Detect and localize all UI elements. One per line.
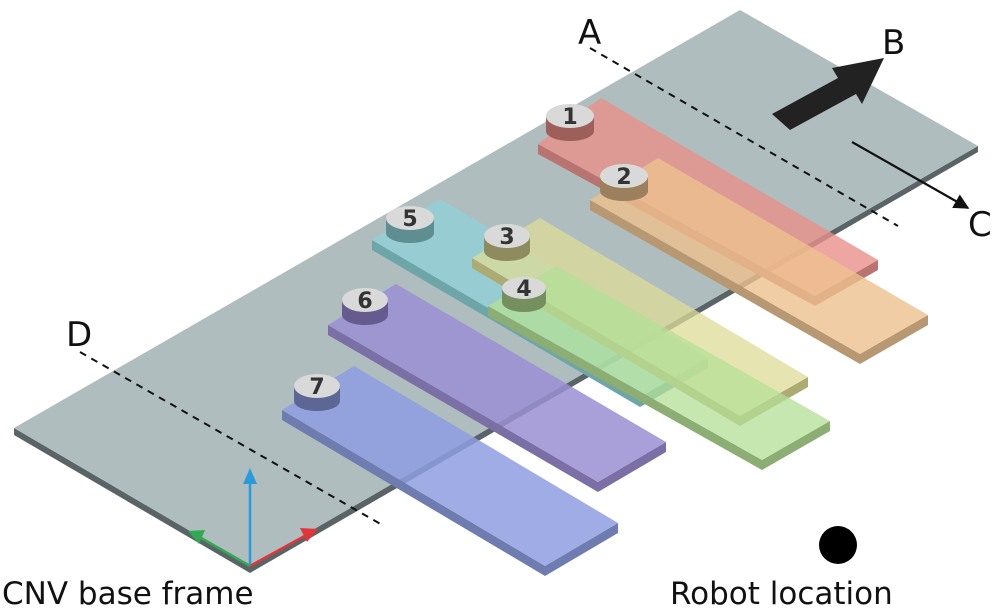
axis-z-arrowhead [243, 468, 257, 484]
robot-location-caption: Robot location [670, 576, 893, 612]
plate-1-number: 1 [562, 105, 577, 130]
base-frame-caption: CNV base frame [2, 576, 254, 612]
plate-3-knob-top [484, 224, 530, 248]
robot-location-dot [819, 526, 857, 564]
plate-4-knob-top [502, 277, 546, 299]
direction-arrow-b [772, 58, 884, 130]
axis-x [249, 531, 311, 568]
plate-6-top [328, 284, 666, 482]
plate-6-knob-top [342, 288, 388, 312]
plate-4-top [488, 266, 830, 460]
axis-x-arrowhead [300, 528, 318, 542]
label-c: C [968, 205, 992, 245]
direction-arrow-c [851, 141, 970, 209]
plate-2-knob-top [600, 164, 648, 188]
plate-7-knob-top [294, 374, 340, 398]
plate-2-top [590, 158, 928, 354]
plate-4-number: 4 [516, 277, 531, 302]
plate-3-number: 3 [499, 225, 514, 250]
plate-7-top [282, 366, 618, 566]
plate-5-knob-top [386, 206, 434, 230]
label-a: A [578, 13, 601, 53]
line-d-dashed [79, 351, 385, 527]
plate-2: 2 [590, 158, 928, 364]
plate-7: 7 [282, 366, 618, 576]
plate-1-knob-top [546, 104, 594, 128]
axis-y [195, 533, 251, 568]
plate-6: 6 [328, 284, 666, 492]
plate-5-number: 5 [402, 207, 417, 232]
base-frame-axes [188, 468, 318, 568]
label-b: B [882, 23, 905, 63]
axis-y-arrowhead [188, 530, 205, 544]
plate-7-number: 7 [309, 375, 324, 400]
plate-4: 4 [488, 266, 830, 470]
plate-6-number: 6 [357, 289, 372, 314]
plate-2-number: 2 [616, 165, 631, 190]
label-d: D [66, 315, 92, 355]
